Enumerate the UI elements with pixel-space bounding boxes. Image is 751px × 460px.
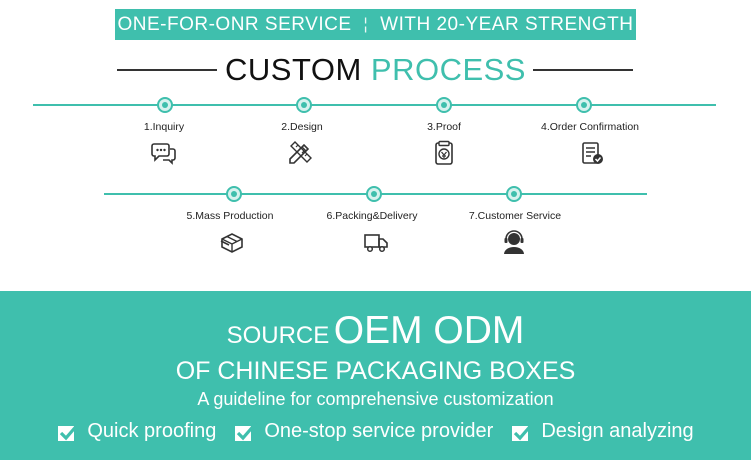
checkbox-check-icon (512, 421, 535, 441)
title-custom: CUSTOM (225, 52, 362, 87)
box-package-icon (220, 233, 243, 253)
section-title: CUSTOM PROCESS (0, 50, 751, 90)
timeline-row-1 (33, 104, 716, 106)
step-6-dot (366, 186, 382, 202)
step-1-dot (157, 97, 173, 113)
step-6-label: 6.Packing&Delivery (326, 210, 418, 222)
tagline: A guideline for comprehensive customizat… (197, 389, 554, 409)
checkbox-check-icon (58, 421, 81, 441)
ruler-pencil-icon (289, 141, 312, 164)
proof-sample-icon (435, 140, 453, 165)
promo-panel: SOURCE OEM ODM OF CHINESE PACKAGING BOXE… (0, 291, 751, 460)
step-2-dot (296, 97, 312, 113)
step-7-label: 7.Customer Service (468, 210, 562, 222)
page-title: CUSTOM PROCESS (0, 52, 751, 88)
feature-item: Quick proofing (57, 420, 216, 443)
banner-right-text: WITH 20-YEAR STRENGTH (380, 13, 634, 35)
step-5-dot (226, 186, 242, 202)
title-line-left (117, 69, 217, 71)
feature-list: Quick proofing One-stop service provider… (0, 420, 751, 443)
step-5-label: 5.Mass Production (186, 210, 274, 222)
step-1-label: 1.Inquiry (143, 121, 185, 133)
top-banner: ONE-FOR-ONR SERVICE ¦ WITH 20-YEAR STREN… (115, 9, 636, 40)
chat-bubbles-icon (151, 143, 176, 165)
checkbox-check-icon (235, 421, 258, 441)
step-4-label: 4.Order Confirmation (540, 121, 640, 133)
delivery-truck-icon (364, 234, 388, 253)
headline-source: SOURCE (226, 322, 330, 349)
step-4-dot (576, 97, 592, 113)
feature-label: Quick proofing (87, 420, 217, 442)
step-2-label: 2.Design (281, 121, 323, 133)
document-check-icon (582, 142, 603, 164)
step-7-dot (506, 186, 522, 202)
headline: SOURCE OEM ODM (0, 309, 751, 353)
step-3-dot (436, 97, 452, 113)
banner-left-text: ONE-FOR-ONR SERVICE (117, 13, 352, 35)
feature-label: One-stop service provider (264, 420, 494, 442)
title-process: PROCESS (370, 52, 526, 87)
banner-separator: ¦ (363, 15, 369, 33)
step-3-label: 3.Proof (427, 121, 461, 133)
feature-item: One-stop service provider (234, 420, 493, 443)
feature-item: Design analyzing (511, 420, 694, 443)
headline-subtitle: OF CHINESE PACKAGING BOXES (175, 357, 576, 385)
feature-label: Design analyzing (541, 420, 694, 442)
title-line-right (533, 69, 633, 71)
headset-agent-icon (504, 230, 524, 254)
headline-oem-odm: OEM ODM (333, 309, 525, 352)
